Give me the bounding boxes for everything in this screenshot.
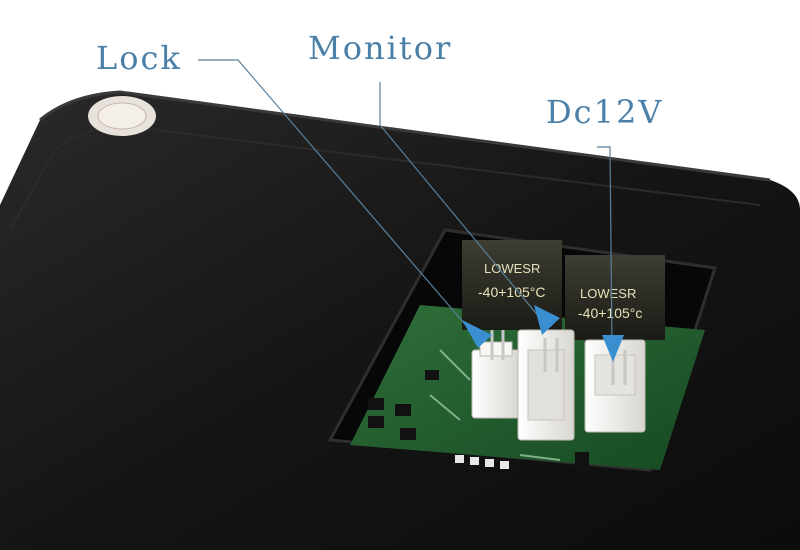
leader-line-lock <box>198 59 471 331</box>
capacitor-left-rating: -40+105°C <box>478 284 545 300</box>
capacitor-left-brand: LOWESR <box>484 261 540 276</box>
leader-lines <box>198 59 613 346</box>
leader-line-monitor <box>379 82 541 319</box>
capacitor-right: LOWESR -40+105°c <box>565 255 665 340</box>
leader-line-dc12v <box>597 146 613 346</box>
capacitor-right-rating: -40+105°c <box>578 305 642 321</box>
arrow-dc12v-icon <box>602 335 624 362</box>
connector-monitor <box>517 329 575 441</box>
arrow-monitor-icon <box>534 305 560 335</box>
connector-lock <box>471 330 521 419</box>
housing-edge-highlight <box>39 90 771 182</box>
arrow-lock-icon <box>462 320 492 348</box>
connector-dc12v <box>584 339 646 433</box>
callout-lock: Lock <box>96 39 182 77</box>
callout-dc12v: Dc12V <box>546 93 664 131</box>
smd-components <box>368 349 589 472</box>
callout-monitor: Monitor <box>308 29 453 67</box>
capacitor-right-brand: LOWESR <box>580 286 636 301</box>
